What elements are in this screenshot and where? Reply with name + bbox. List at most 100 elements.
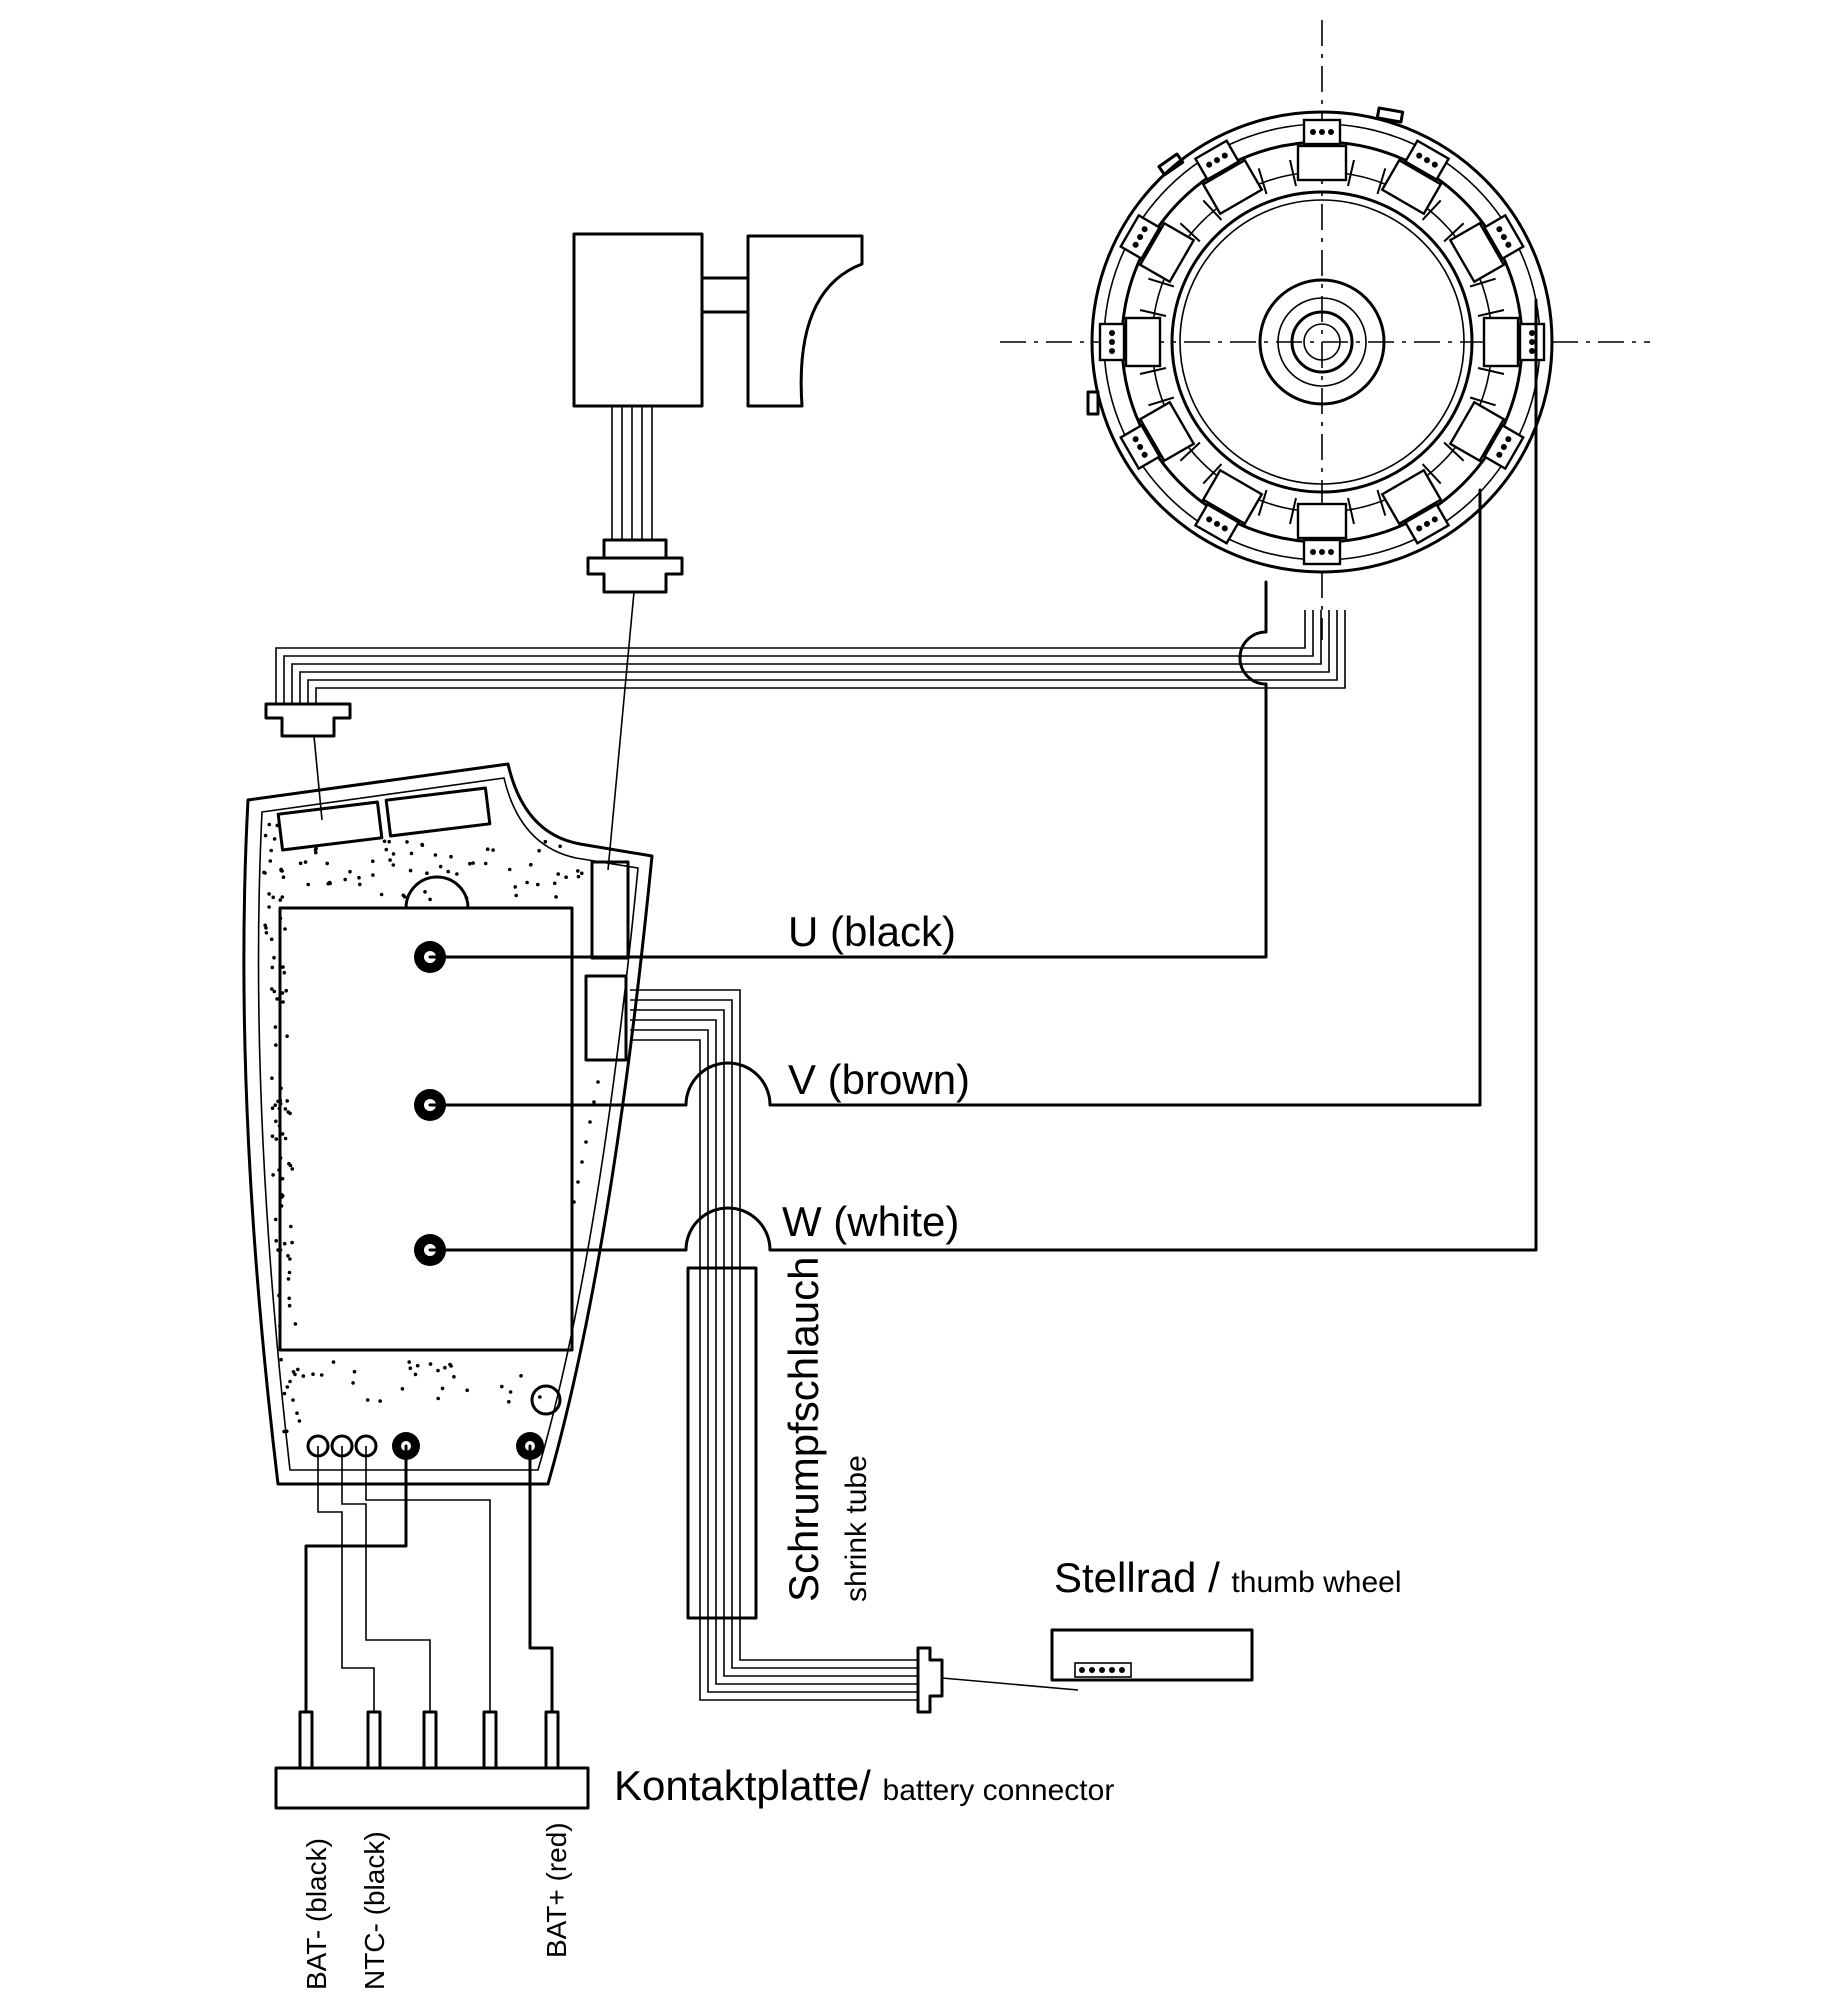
pcb-dot: [278, 1248, 283, 1252]
pcb-dot: [576, 874, 581, 879]
pcb-dot: [267, 892, 271, 896]
pcb-dot: [285, 1385, 290, 1389]
pcb-dot: [525, 880, 529, 885]
pcb-dot: [275, 823, 280, 828]
phase-u-label: U (black): [788, 908, 956, 955]
pcb-dot: [293, 1372, 297, 1377]
shrink-tube-label-de: Schrumpfschlauch: [780, 1257, 827, 1603]
pcb-dot: [283, 1136, 288, 1141]
pcb-dot: [576, 869, 580, 873]
pcb-dot: [291, 1398, 295, 1402]
pcb-dot: [274, 1119, 278, 1124]
pcb-dot: [452, 1375, 456, 1379]
pcb-dot: [576, 1180, 580, 1184]
phase-w-label: W (white): [782, 1198, 959, 1245]
pcb-dot: [280, 895, 285, 899]
pcb-dot: [270, 987, 274, 991]
pcb-dot: [288, 1257, 292, 1261]
pcb-dot: [371, 873, 375, 877]
pcb-dot: [401, 893, 406, 898]
pcb-dot: [311, 1372, 315, 1376]
pcb-dot: [296, 1367, 300, 1372]
pcb-dot: [273, 1217, 278, 1222]
pcb-dot: [365, 1398, 370, 1402]
pcb-dot: [282, 970, 287, 975]
pcb-dot: [588, 1120, 592, 1124]
pcb-dot: [281, 875, 286, 879]
pcb-dot: [343, 877, 348, 882]
pcb-dot: [572, 1200, 576, 1204]
pcb-dot: [564, 875, 568, 879]
pcb-dot: [443, 1365, 447, 1370]
pcb-dot: [379, 892, 384, 897]
pcb-dot: [271, 1173, 275, 1177]
pcb-dot: [409, 851, 414, 856]
stator-poles: [1098, 118, 1546, 566]
pcb-dot: [286, 1254, 290, 1258]
pcb-dot: [273, 1103, 278, 1107]
pcb-dot: [352, 1369, 357, 1374]
pcb-dot: [348, 869, 352, 874]
pcb-dot: [508, 1390, 513, 1394]
battery-harness: [274, 1444, 590, 1810]
pcb-dot: [558, 844, 562, 849]
pcb-dot: [327, 880, 332, 885]
pcb-dot: [408, 868, 413, 873]
pcb-dot: [314, 846, 318, 851]
pcb-dot: [407, 1360, 412, 1364]
pcb-dot: [580, 871, 584, 876]
pcb-dot: [289, 1224, 293, 1229]
stator-pole: [1098, 309, 1167, 375]
ntc-minus-label: NTC- (black): [359, 1831, 390, 1990]
pcb-dot: [270, 1106, 275, 1110]
pcb-dot: [288, 1163, 293, 1168]
stator-pole: [1289, 118, 1355, 187]
pcb-dot: [282, 1429, 286, 1434]
pcb-dot: [290, 1167, 295, 1171]
pcb-dot: [485, 847, 490, 851]
pcb-dot: [277, 1124, 282, 1128]
controller-pcb: [242, 762, 654, 1486]
pcb-dot: [351, 1381, 355, 1385]
pcb-dot: [285, 1099, 290, 1103]
pcb-dot: [507, 1400, 511, 1404]
pcb-dot: [325, 861, 330, 866]
pcb-dot: [264, 931, 269, 935]
hall-sensor-connector: [264, 591, 1346, 871]
pcb-dot: [536, 882, 540, 887]
pcb-dot: [391, 863, 396, 867]
pcb-dot: [278, 1156, 283, 1160]
pcb-dot: [413, 1372, 418, 1377]
pcb-dot: [580, 1160, 584, 1164]
pcb-dot: [514, 893, 518, 898]
pcb-dot: [279, 1086, 283, 1091]
pcb-dot: [283, 1107, 288, 1111]
pcb-dot: [420, 843, 425, 847]
pcb-dot: [446, 869, 451, 874]
pcb-dot: [301, 1374, 306, 1378]
pcb-dot: [282, 1391, 287, 1396]
pcb-dot: [415, 1363, 420, 1368]
pcb-dot: [276, 1099, 280, 1104]
pcb-dot: [382, 839, 387, 844]
pcb-dot: [263, 923, 268, 928]
pcb-dot: [267, 822, 272, 827]
pcb-dot: [288, 1379, 292, 1384]
pcb-dot: [428, 1362, 433, 1366]
pcb-dot: [278, 1324, 282, 1328]
pcb-dot: [284, 988, 289, 993]
pcb-dot: [267, 905, 271, 909]
pcb-dot: [298, 861, 303, 866]
pcb-dot: [465, 1388, 470, 1393]
pcb-dot: [436, 1368, 440, 1373]
pcb-dot: [270, 965, 275, 970]
pcb-dot: [543, 839, 548, 844]
pcb-dot: [291, 1370, 296, 1374]
pcb-dot: [556, 872, 560, 876]
pcb-dot: [554, 895, 558, 899]
stator-pole: [1193, 139, 1268, 221]
pcb-dot: [538, 1395, 542, 1399]
pcb-dot: [358, 882, 362, 887]
pcb-dot: [272, 837, 277, 841]
pcb-dot: [274, 1137, 279, 1141]
